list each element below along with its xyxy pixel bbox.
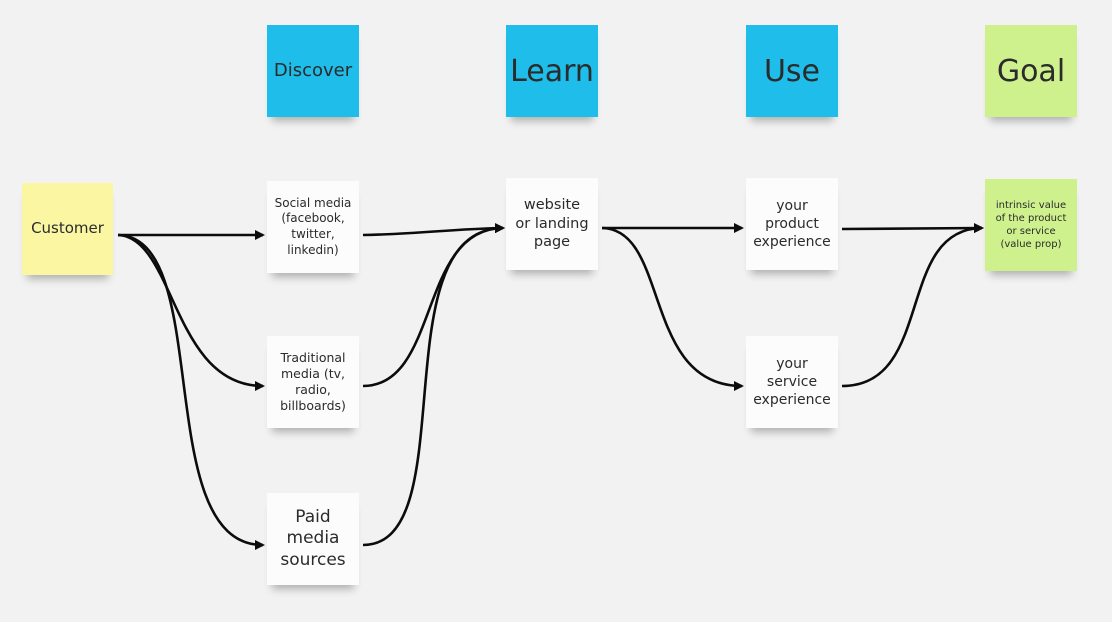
service-experience-label: your service experience [753, 355, 831, 409]
connector-service-experience-to-value[interactable] [841, 223, 984, 388]
social-media-note[interactable]: Social media (facebook, twitter, linkedi… [267, 181, 359, 273]
website-label: website or landing page [515, 196, 589, 251]
customer-label: Customer [31, 219, 104, 238]
connector-customer-to-paid-media[interactable] [117, 233, 265, 550]
intrinsic-value-note[interactable]: intrinsic value of the product or servic… [985, 179, 1077, 271]
connector-paid-media-to-website[interactable] [362, 223, 505, 547]
service-experience-note[interactable]: your service experience [746, 336, 838, 428]
social-media-label: Social media (facebook, twitter, linkedi… [274, 195, 352, 257]
connector-customer-to-traditional-media[interactable] [117, 233, 265, 391]
connector-website-to-service-experience[interactable] [601, 226, 744, 391]
traditional-media-note[interactable]: Traditional media (tv, radio, billboards… [267, 336, 359, 428]
stage-goal-note[interactable]: Goal [985, 25, 1077, 117]
product-experience-note[interactable]: your product experience [746, 178, 838, 270]
stage-discover-note[interactable]: Discover [267, 25, 359, 117]
stage-goal-label: Goal [996, 53, 1066, 89]
connector-social-media-to-website[interactable] [362, 223, 505, 237]
paid-media-label: Paid media sources [280, 507, 346, 570]
connector-traditional-media-to-website[interactable] [362, 223, 505, 388]
product-experience-label: your product experience [753, 197, 831, 251]
stage-use-note[interactable]: Use [746, 25, 838, 117]
traditional-media-label: Traditional media (tv, radio, billboards… [280, 349, 346, 414]
intrinsic-value-label: intrinsic value of the product or servic… [995, 200, 1067, 250]
stage-discover-label: Discover [273, 60, 353, 82]
stage-use-label: Use [763, 53, 821, 89]
customer-note[interactable]: Customer [22, 183, 113, 275]
stage-learn-label: Learn [510, 53, 594, 89]
connector-product-experience-to-value[interactable] [841, 223, 984, 234]
website-note[interactable]: website or landing page [506, 178, 598, 270]
paid-media-note[interactable]: Paid media sources [267, 493, 359, 585]
stage-learn-note[interactable]: Learn [506, 25, 598, 117]
